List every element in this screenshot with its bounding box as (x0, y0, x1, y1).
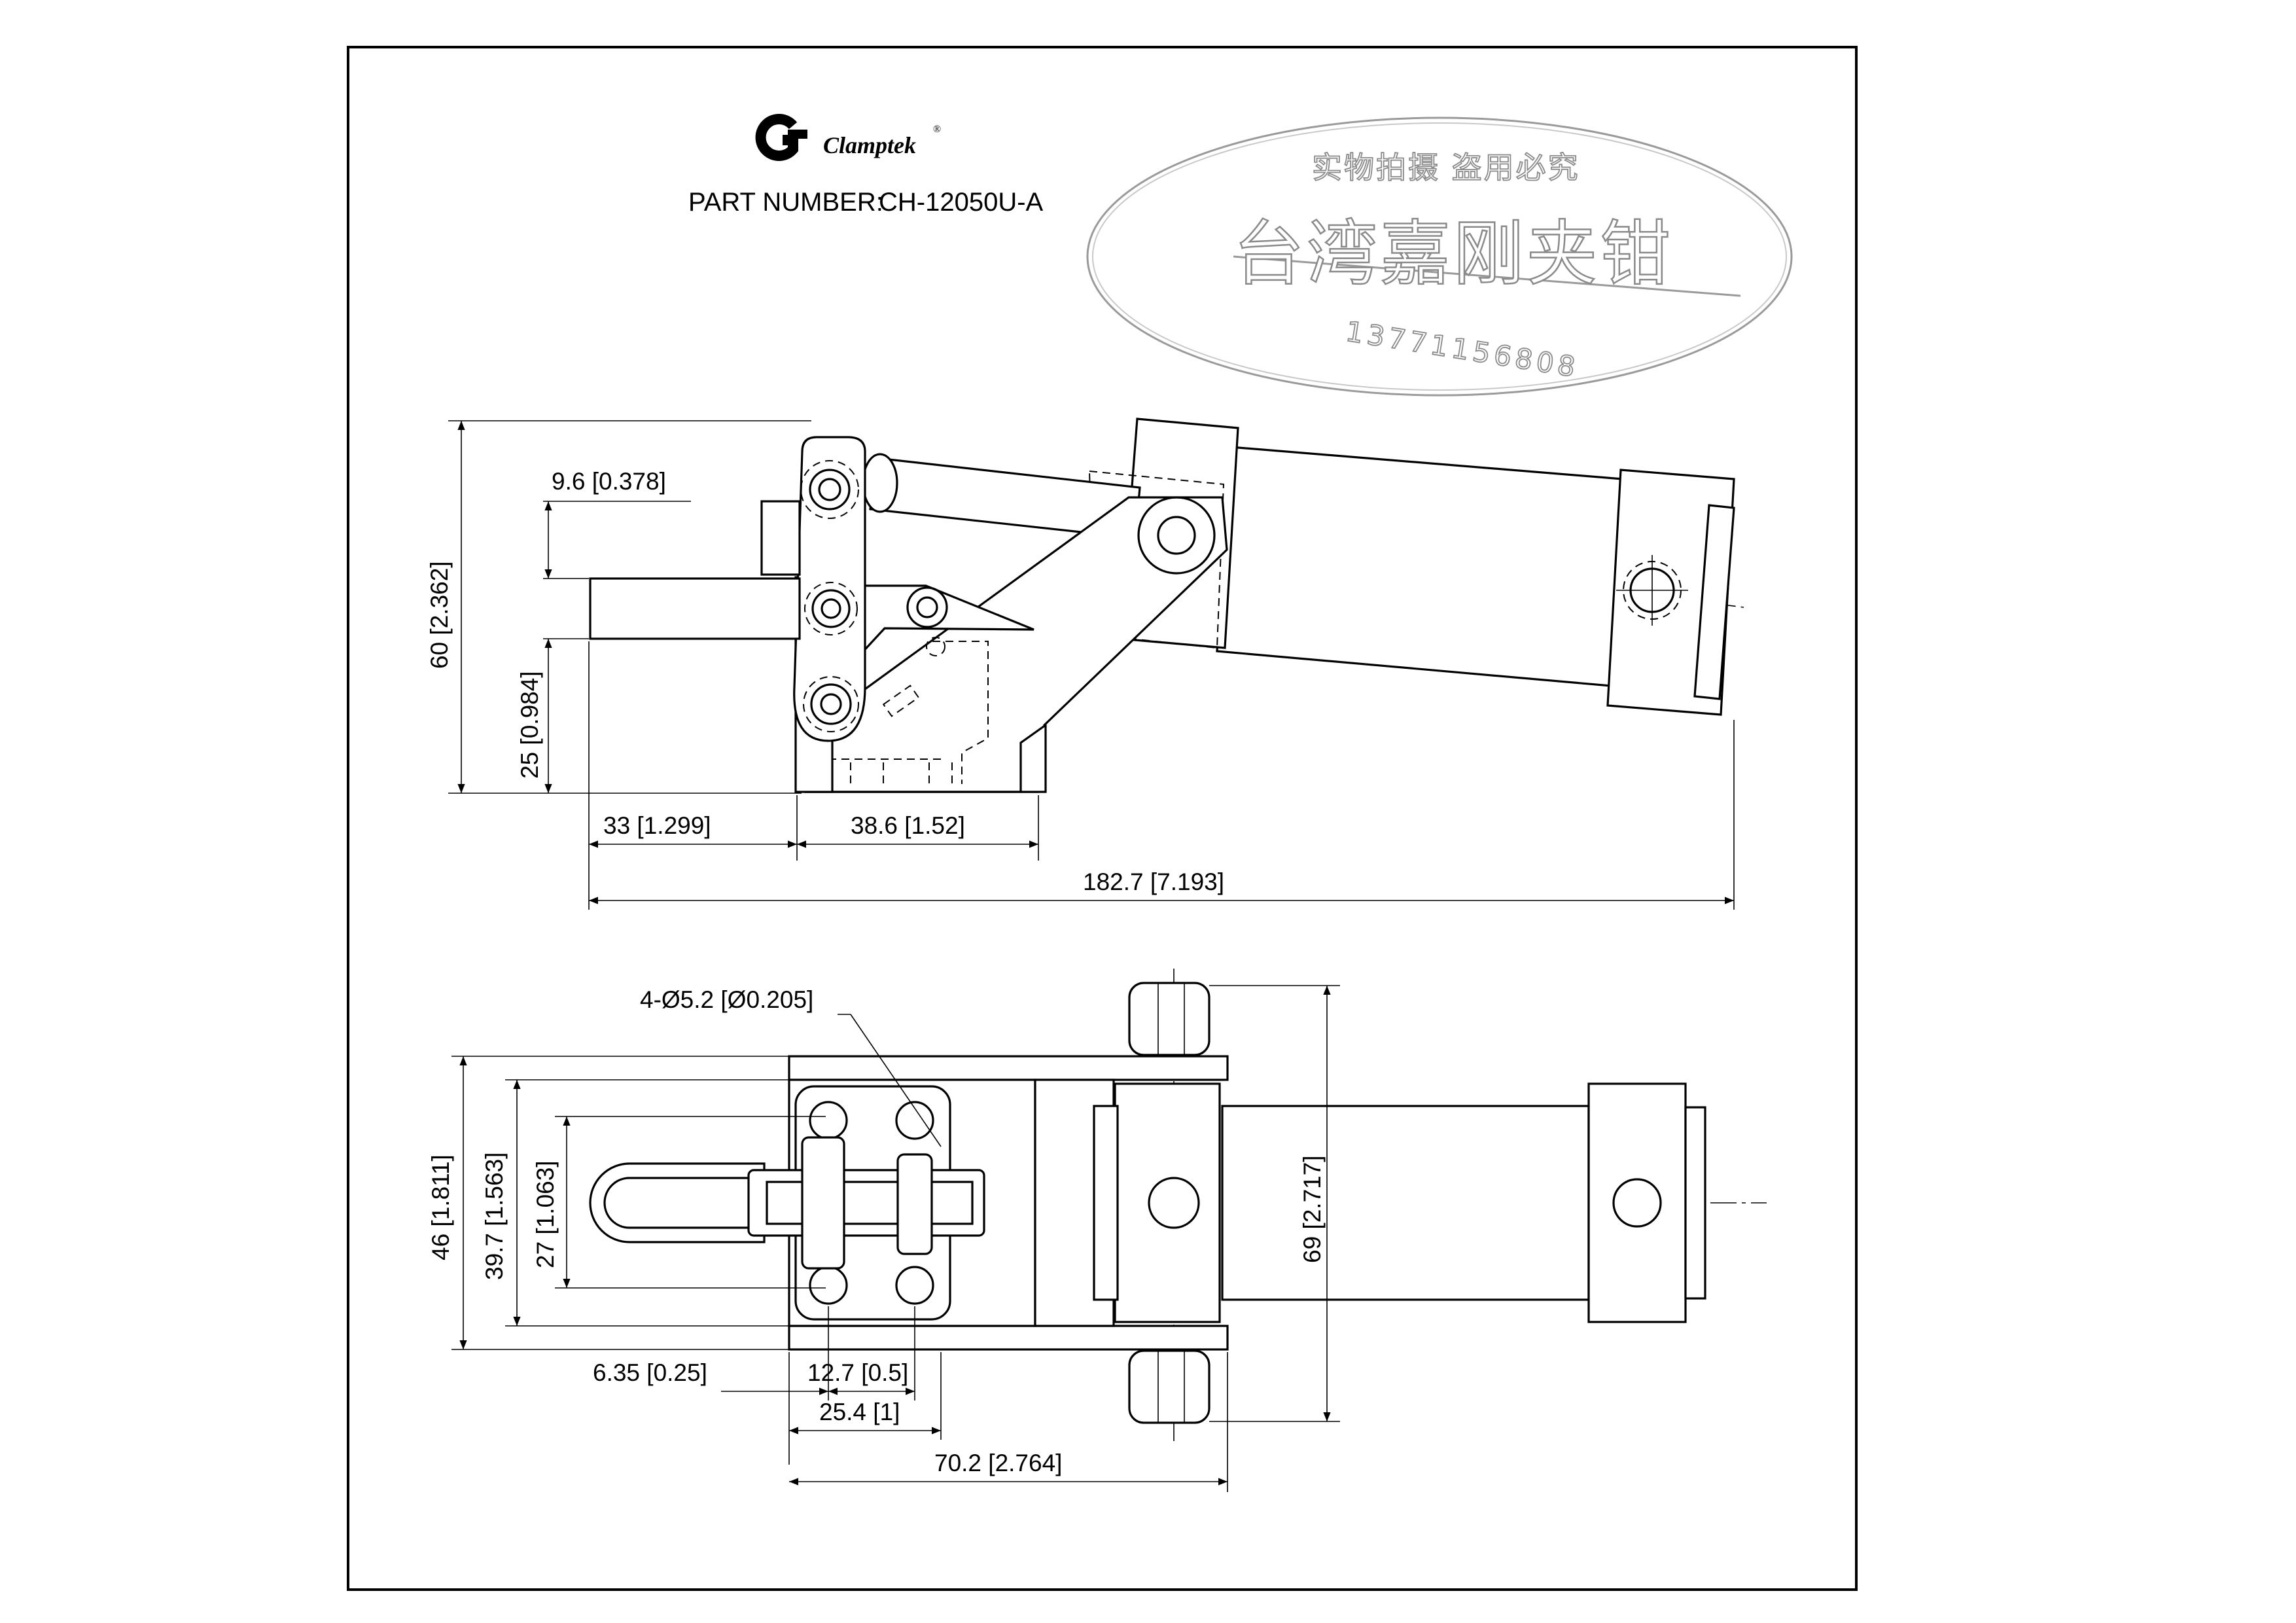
title-block: Clamptek ® PART NUMBER: CH-12050U-A (688, 114, 1044, 217)
top-view: 46 [1.811] 39.7 [1.563] 27 [1.063] 69 [2… (427, 969, 1767, 1492)
top-handle-bar (747, 1169, 985, 1237)
top-end-cap (1587, 1082, 1687, 1323)
registered-mark: ® (933, 124, 941, 135)
drawing-border (347, 46, 1858, 1591)
watermark-line1: 实物拍摄 盗用必究 (1312, 150, 1580, 185)
dim-hole-spacing-x: 25.4 [1] (819, 1399, 900, 1425)
part-number: CH-12050U-A (879, 188, 1044, 217)
watermark-phone: 13771156808 (1343, 315, 1581, 383)
top-pin-upper (1128, 982, 1210, 1056)
dim-mount-holes: 4-Ø5.2 [Ø0.205] (640, 986, 813, 1013)
watermark-line2: 台湾嘉刚夹钳 (1233, 213, 1673, 295)
dim-hole-offset: 12.7 [0.5] (807, 1359, 908, 1386)
watermark: 实物拍摄 盗用必究 台湾嘉刚夹钳 13771156808 (1086, 116, 1793, 397)
handle-bar (589, 577, 801, 640)
pivot-pin-mid (804, 582, 858, 635)
side-view: 60 [2.362] 9.6 [0.378] 25 [0.984] 33 [1.… (426, 418, 1744, 910)
arm-stopper (760, 500, 801, 576)
dim-base-length: 38.6 [1.52] (851, 812, 965, 839)
part-number-label: PART NUMBER: (688, 188, 883, 217)
dim-height-total: 60 [2.362] (426, 561, 453, 669)
dim-base-width: 46 [1.811] (427, 1154, 454, 1260)
cylinder-body (1216, 446, 1624, 687)
pivot-pin-bottom (803, 676, 859, 732)
mount-holes (809, 1101, 934, 1305)
clamp-base (805, 722, 1047, 793)
top-base-plate (788, 1055, 1229, 1081)
dim-hole-edge: 6.35 [0.25] (593, 1359, 707, 1386)
dim-handle-width: 27 [1.063] (532, 1160, 559, 1268)
brand-name: Clamptek (823, 132, 916, 158)
clamptek-logo-icon (755, 114, 807, 161)
pivot-pin-link (906, 586, 948, 628)
dim-top-base-length: 70.2 [2.764] (934, 1450, 1062, 1476)
top-front-block (1114, 1082, 1221, 1323)
dim-handle-offset: 9.6 [0.378] (552, 468, 666, 495)
dim-handle-length: 33 [1.299] (603, 812, 711, 839)
dim-cylinder-width: 69 [2.717] (1299, 1155, 1326, 1263)
dim-handle-height: 25 [0.984] (516, 671, 543, 779)
top-cylinder-body (1221, 1105, 1590, 1301)
top-end-plate (1684, 1106, 1706, 1300)
dim-overall-length: 182.7 [7.193] (1083, 868, 1224, 895)
pivot-pin-top (800, 460, 859, 519)
pivot-pin-cylinder (1137, 496, 1216, 575)
cylinder-end-plate (1693, 504, 1735, 700)
top-handle-loop (589, 1162, 766, 1243)
dim-hole-spacing-y: 39.7 [1.563] (481, 1152, 508, 1280)
top-pin-lower (1128, 1349, 1210, 1424)
